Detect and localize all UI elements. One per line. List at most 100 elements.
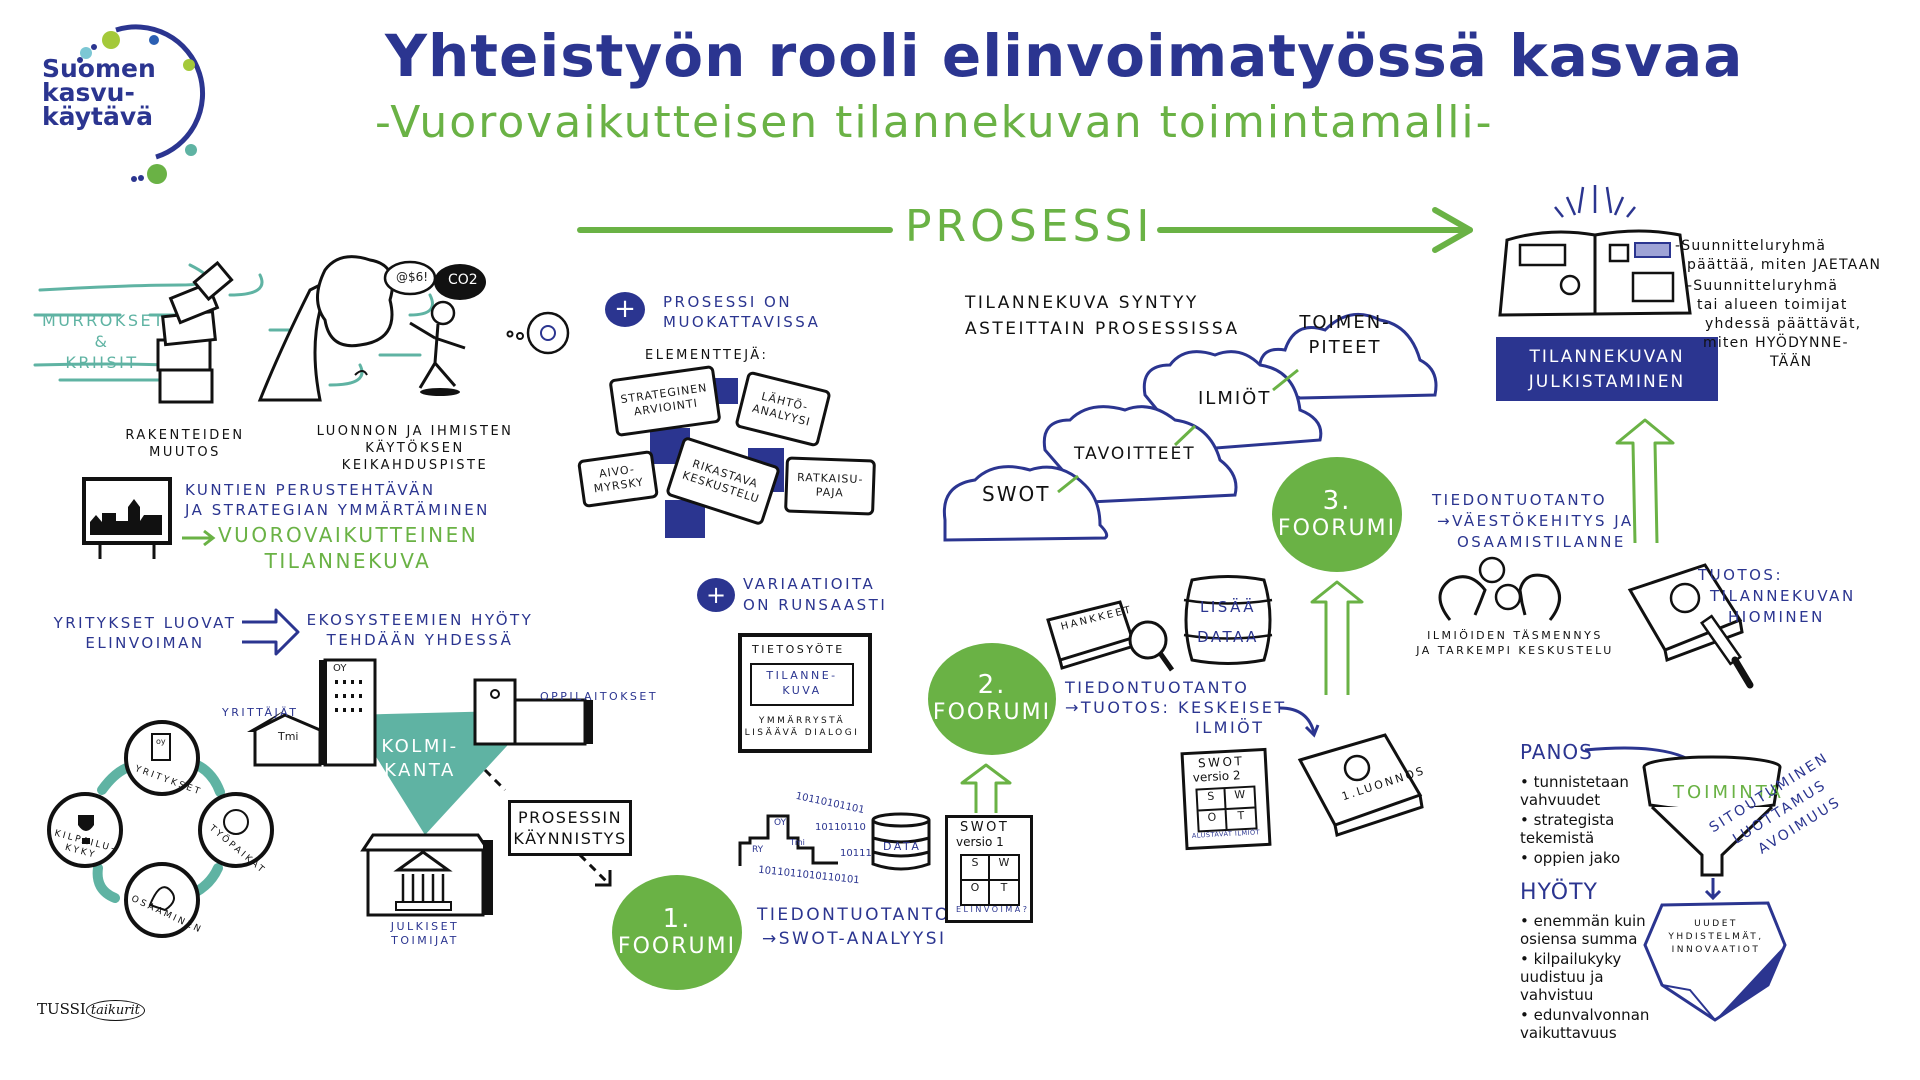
input-list: • tunnistetaan vahvuudet • strategista t… xyxy=(1520,773,1630,867)
page-subtitle: -Vuorovaikutteisen tilannekuvan toiminta… xyxy=(375,97,1494,148)
office-tower-icon xyxy=(247,658,377,767)
input-item: • oppien jako xyxy=(1520,849,1621,867)
skyline-label-oy: OY xyxy=(774,818,787,828)
swot-v1-document: SWOT versio 1 S W O T ELINVOIMA? xyxy=(945,815,1033,923)
co2-bubble-label: CO2 xyxy=(448,272,478,288)
skyline-label-ry: RY xyxy=(752,845,764,855)
puzzle-solution-workshop: RATKAISU-PAJA xyxy=(784,456,876,516)
polished-book-icon xyxy=(1627,563,1754,689)
plus-icon: + xyxy=(697,578,735,612)
entrepreneurs-label: YRITTÄJÄT xyxy=(222,706,299,719)
logo-ring-icon xyxy=(77,24,205,184)
hollow-up-arrow-icon xyxy=(1615,418,1675,544)
funnel-label: TOIMINTA xyxy=(1673,782,1784,803)
briefcase-icon xyxy=(1046,600,1175,672)
tipping-point-label: LUONNON JA IHMISTEN KÄYTÖKSEN KEIKAHDUSP… xyxy=(316,424,514,473)
shop-sign: Tmi xyxy=(278,730,299,743)
publish-box: TILANNEKUVAN JULKISTAMINEN xyxy=(1496,337,1718,401)
city-skyline-icon xyxy=(738,814,838,866)
forum-1-circle: 1. FOORUMI xyxy=(612,875,742,990)
vitality-cycle-diagram xyxy=(47,720,274,938)
kolmikanta-label: KOLMI- KANTA xyxy=(381,736,459,781)
database-label: DATA xyxy=(883,840,922,853)
elements-label: ELEMENTTEJÄ: xyxy=(645,348,769,363)
forum-3-text: TIEDONTUOTANTO →VÄESTÖKEHITYS JA OSAAMIS… xyxy=(1432,491,1634,551)
logo-line-1: Suomen xyxy=(42,54,156,83)
dashed-arrow-icon xyxy=(483,768,612,887)
forum-1-text: TIEDONTUOTANTO →SWOT-ANALYYSI xyxy=(757,905,951,949)
process-modifiable: PROSESSI ON MUOKATTAVISSA xyxy=(663,293,821,331)
input-title: PANOS xyxy=(1520,740,1593,764)
process-arrow-icon xyxy=(577,207,1473,253)
cycle-node-osaaminen xyxy=(124,862,200,938)
puzzle-brainstorm: AIVO-MYRSKY xyxy=(577,449,659,509)
open-book-icon xyxy=(1498,185,1692,317)
input-item: • tunnistetaan vahvuudet xyxy=(1520,773,1629,809)
draft-book-icon xyxy=(1297,733,1424,837)
swot-grid: S W O T xyxy=(1195,785,1258,833)
benefit-item: • edunvalvonnan vaikuttavuus xyxy=(1520,1006,1650,1042)
public-actors-label: JULKISET TOIMIJAT xyxy=(390,920,460,947)
cycle-node-tyopaikat xyxy=(198,792,274,868)
structures-change-label: RAKENTEIDEN MUUTOS xyxy=(125,428,245,460)
suomen-kasvukaytava-logo: Suomen kasvu- käytävä xyxy=(36,15,205,184)
forum-2-text: TIEDONTUOTANTO →TUOTOS: KESKEISET ILMIÖT xyxy=(1065,678,1287,737)
cycle-node-yritykset xyxy=(124,720,200,796)
discussion-heads-icon xyxy=(1438,556,1561,621)
down-arrow-icon xyxy=(1704,878,1722,901)
cloud-stack-diagram xyxy=(942,312,1438,542)
phenomena-discussion: ILMIÖIDEN TÄSMENNYS JA TARKEMPI KESKUSTE… xyxy=(1416,629,1614,657)
funnel-icon xyxy=(1642,755,1782,877)
office-tower-sign: OY xyxy=(333,663,347,674)
gem-icon xyxy=(1643,901,1787,1022)
hollow-up-arrow-icon xyxy=(960,763,1012,813)
cloud-objectives: TAVOITTEET xyxy=(1074,444,1196,464)
logo-line-3: käytävä xyxy=(42,102,154,131)
puzzle-strategic-review: STRATEGINEN ARVIOINTI xyxy=(608,364,722,438)
curved-arrow-icon xyxy=(1279,706,1320,738)
town-hall-icon xyxy=(360,833,493,917)
hollow-arrow-right-icon xyxy=(242,608,300,656)
variations-text: VARIAATIOITA ON RUNSAASTI xyxy=(743,575,888,614)
forum-2-circle: 2. FOORUMI xyxy=(928,643,1056,755)
tv-situation-box: TILANNE- KUVA xyxy=(750,663,854,706)
forum-3-output: TUOTOS: TILANNEKUVAN HIOMINEN xyxy=(1698,566,1856,626)
benefit-item: • enemmän kuin osiensa summa xyxy=(1520,912,1646,948)
arrow-right-icon xyxy=(182,529,216,547)
ecosystem-benefit: EKOSYSTEEMIEN HYÖTY TEHDÄÄN YHDESSÄ xyxy=(306,611,534,649)
process-start-box: PROSESSIN KÄYNNISTYS xyxy=(508,800,632,856)
speech-bubble-symbols: @$6! xyxy=(396,270,429,284)
dark-puzzle-piece-icon xyxy=(665,500,705,538)
benefit-list: • enemmän kuin osiensa summa • kilpailuk… xyxy=(1520,912,1650,1042)
school-building-icon xyxy=(473,678,593,746)
startled-person-icon xyxy=(383,260,570,396)
clouds-heading: TILANNEKUVA SYNTYY ASTEITTAIN PROSESSISS… xyxy=(965,293,1240,339)
gem-label: UUDET YHDISTELMÄT, INNOVAATIOT xyxy=(1668,919,1764,955)
puzzle-baseline-analysis: LÄHTÖ-ANALYYSI xyxy=(734,370,832,448)
more-data-label: LISÄÄ DATAA xyxy=(1197,598,1259,646)
publish-notes: -Suunnitteluryhmä päättää, miten JAETAAN… xyxy=(1675,238,1882,370)
toppling-boxes-icon xyxy=(156,260,234,404)
municipal-task-text: KUNTIEN PERUSTEHTÄVÄN JA STRATEGIAN YMMÄ… xyxy=(185,481,490,519)
process-header: PROSESSI xyxy=(905,201,1154,252)
benefit-item: • kilpailukyky uudistuu ja vahvistuu xyxy=(1520,950,1622,1004)
forum-3-circle: 3. FOORUMI xyxy=(1272,457,1402,572)
binary-stream: 10111 xyxy=(840,848,872,859)
swot-v2-document: SWOT versio 2 S W O T ALUSTAVAT ILMIÖT xyxy=(1180,747,1272,851)
binary-stream: 10110110 xyxy=(815,822,866,833)
tv-frame: TIETOSYÖTE TILANNE- KUVA YMMÄRRYSTÄ LISÄ… xyxy=(738,633,872,753)
companies-create-vitality: YRITYKSET LUOVAT ELINVOIMAN xyxy=(53,614,237,652)
bending-tree-icon xyxy=(257,255,394,402)
database-icon xyxy=(871,812,931,871)
interactive-situation-picture: VUOROVAIKUTTEINEN TILANNEKUVA xyxy=(218,523,479,573)
town-billboard-icon xyxy=(82,477,172,559)
benefit-title: HYÖTY xyxy=(1520,880,1598,905)
cloud-phenomena: ILMIÖT xyxy=(1198,388,1272,409)
hollow-up-arrow-icon xyxy=(1310,580,1364,695)
cycle-company-sign: oy xyxy=(156,737,166,746)
input-item: • strategista tekemistä xyxy=(1520,811,1615,847)
plus-icon: + xyxy=(605,292,645,327)
cloud-measures: TOIMEN-PITEET xyxy=(1299,312,1391,358)
page-title: Yhteistyön rooli elinvoimatyössä kasvaa xyxy=(385,22,1744,90)
